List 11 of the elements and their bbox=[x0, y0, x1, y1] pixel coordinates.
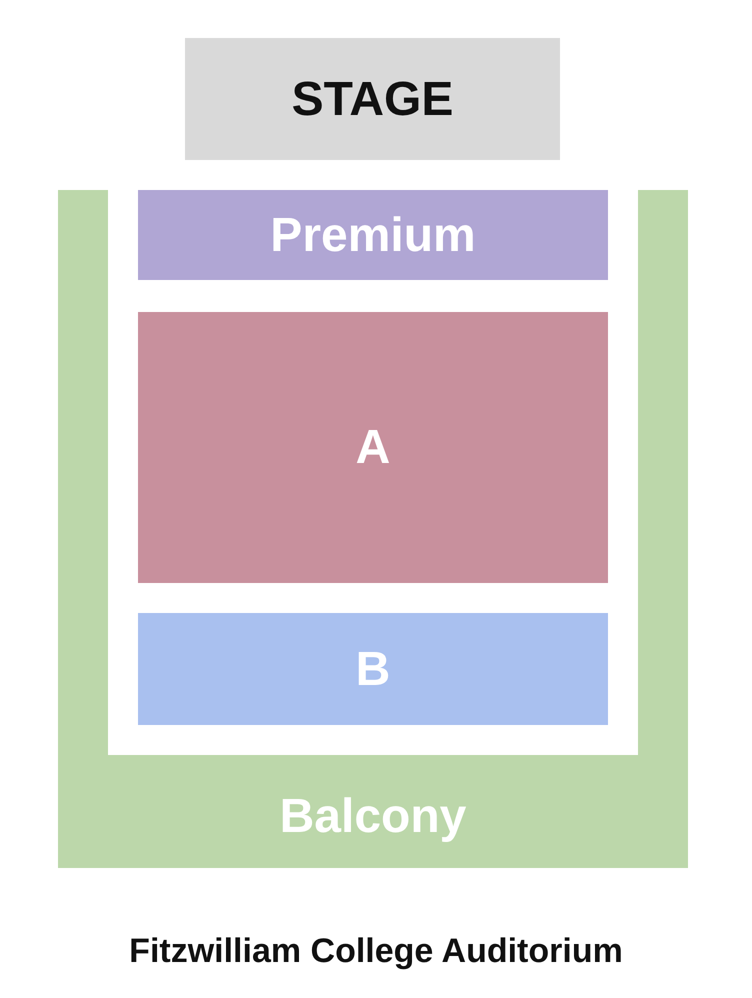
section-label: A bbox=[356, 420, 390, 475]
seating-section bbox=[138, 312, 608, 583]
section-label: Balcony bbox=[280, 789, 466, 844]
stage-area bbox=[185, 38, 560, 160]
balcony-section bbox=[58, 190, 688, 868]
section-label: Premium bbox=[270, 208, 476, 262]
seating-section bbox=[138, 190, 608, 280]
section-label: STAGE bbox=[292, 72, 454, 126]
section-label: B bbox=[356, 642, 390, 696]
caption: Fitzwilliam College Auditorium bbox=[128, 932, 624, 971]
seating-section bbox=[138, 613, 608, 725]
